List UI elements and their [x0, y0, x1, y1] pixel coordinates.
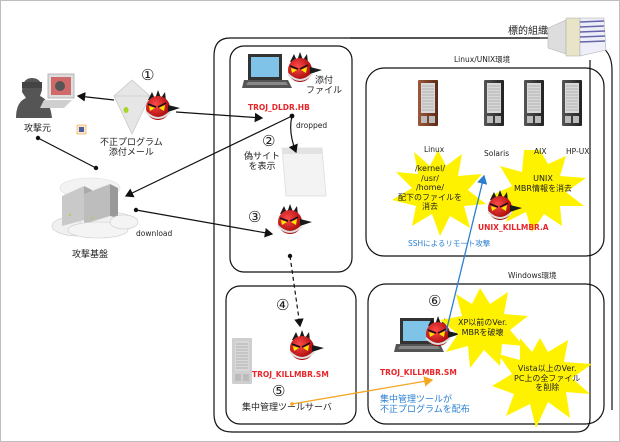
server-label-solaris: Solaris: [484, 149, 510, 158]
burst-vista-line1: Vista以上のVer.: [517, 364, 577, 373]
burst-linux: [392, 150, 486, 236]
fake-site-label: 偽サイト を表示: [244, 152, 280, 173]
email-label-line2: 添付メール: [108, 148, 154, 159]
burst-vista-line2: PC上の全ファイル: [514, 373, 581, 383]
arrow-download: [135, 209, 274, 238]
target-org-label: 標的組織: [508, 26, 548, 37]
step-1-marker: ①: [141, 66, 155, 84]
attack-infra-label: 攻撃基盤: [72, 250, 109, 260]
malware-downloaded-icon: [277, 203, 313, 235]
burst-xp-line2: MBRを破壊: [461, 327, 504, 337]
attack-infra-icon: [51, 177, 139, 239]
arrow-dropped: [288, 115, 298, 154]
windows-env-box: [367, 283, 605, 425]
laptop-icon: [242, 54, 292, 88]
step-3-marker: ③: [248, 208, 262, 226]
email-label-line1: 不正プログラム: [100, 138, 163, 148]
burst-linux-line2: /usr/: [421, 173, 439, 183]
burst-unix: [490, 150, 586, 232]
mgmt-server-box: [225, 285, 357, 425]
arrow-push-mgmt: [289, 255, 304, 328]
malware-name-killmbr-server: TROJ_KILLMBR.SM: [252, 370, 329, 379]
step-5-marker: ⑤: [272, 382, 286, 400]
burst-linux-line4: 配下のファイルを: [398, 192, 462, 202]
malware-name-unix-killmbr: UNIX_KILLMBR.A: [478, 223, 549, 232]
malware-email-icon: [145, 89, 181, 121]
burst-xp-line1: XP以前のVer.: [458, 318, 508, 327]
step-6-marker: ⑥: [428, 292, 442, 310]
burst-linux-line5: 消去: [422, 202, 438, 212]
distribute-label: 集中管理ツールが 不正プログラムを配布: [380, 395, 470, 416]
arrow-email-to-host: [175, 111, 264, 123]
burst-linux-text: /kernel/ /usr/ /home/ 配下のファイルを 消去: [398, 164, 462, 212]
server-solaris-icon: [483, 79, 505, 127]
download-label: download: [136, 229, 173, 238]
ssh-attack-label: SSHによるリモート攻撃: [408, 239, 491, 248]
server-label-aix: AIX: [534, 147, 547, 156]
fake-site-label-line1: 偽サイト: [244, 152, 281, 162]
burst-xp: [440, 288, 528, 368]
burst-vista-text: Vista以上のVer. PC上の全ファイル を削除: [514, 364, 580, 393]
initial-host-box: [229, 45, 353, 273]
fake-site-window-icon: [281, 147, 327, 197]
dropped-label: dropped: [296, 121, 328, 130]
attacker-label: 攻撃元: [24, 124, 52, 134]
malware-mgmt-icon: [289, 329, 325, 361]
arrow-email-to-attacker: [76, 92, 115, 102]
step-4-marker: ④: [276, 296, 290, 314]
step-2-marker: ②: [262, 132, 276, 150]
burst-unix-line2: MBR情報を消去: [514, 183, 572, 193]
burst-shapes: [392, 150, 592, 428]
malware-name-dldr: TROJ_DLDR.HB: [248, 103, 310, 112]
attacker-icon: [16, 73, 75, 118]
burst-xp-text: XP以前のVer. MBRを破壊: [458, 318, 507, 337]
burst-linux-line3: /home/: [415, 183, 445, 193]
building-icon: [547, 17, 607, 57]
server-hpux-icon: [561, 79, 583, 127]
line-attacker-to-infra: [37, 137, 97, 169]
linux-env-label: Linux/UNIX環境: [454, 55, 511, 64]
attachment-icon: [76, 124, 87, 135]
email-label: 不正プログラム 添付メール: [100, 138, 163, 159]
burst-unix-line1: UNIX: [533, 174, 553, 183]
server-linux-icon: [417, 79, 439, 127]
linux-env-box: [365, 67, 605, 257]
fake-site-label-line2: を表示: [248, 162, 276, 173]
distribute-label-line1: 集中管理ツールが: [380, 395, 453, 405]
burst-linux-line1: /kernel/: [414, 164, 446, 173]
arrow-distribute: [291, 376, 434, 405]
server-label-hpux: HP-UX: [566, 147, 590, 156]
attachment-label: 添付 ファイル: [306, 76, 342, 97]
windows-env-label: Windows環境: [508, 271, 557, 280]
burst-vista: [492, 338, 592, 428]
email-envelope-icon: [113, 79, 151, 135]
mgmt-server-label: 集中管理ツールサーバ: [242, 403, 332, 413]
burst-vista-line3: を削除: [535, 383, 560, 393]
server-label-linux: Linux: [424, 145, 445, 154]
burst-unix-text: UNIX MBR情報を消去: [514, 174, 572, 193]
malware-name-killmbr-windows: TROJ_KILLMBR.SM: [380, 368, 457, 377]
attachment-label-line2: ファイル: [306, 86, 343, 97]
arrow-host-to-infra: [124, 115, 293, 198]
arrow-ssh: [445, 174, 488, 333]
mgmt-server-icon: [231, 337, 253, 385]
server-aix-icon: [523, 79, 545, 127]
distribute-label-line2: 不正プログラムを配布: [380, 405, 470, 416]
attachment-label-line1: 添付: [315, 76, 334, 86]
